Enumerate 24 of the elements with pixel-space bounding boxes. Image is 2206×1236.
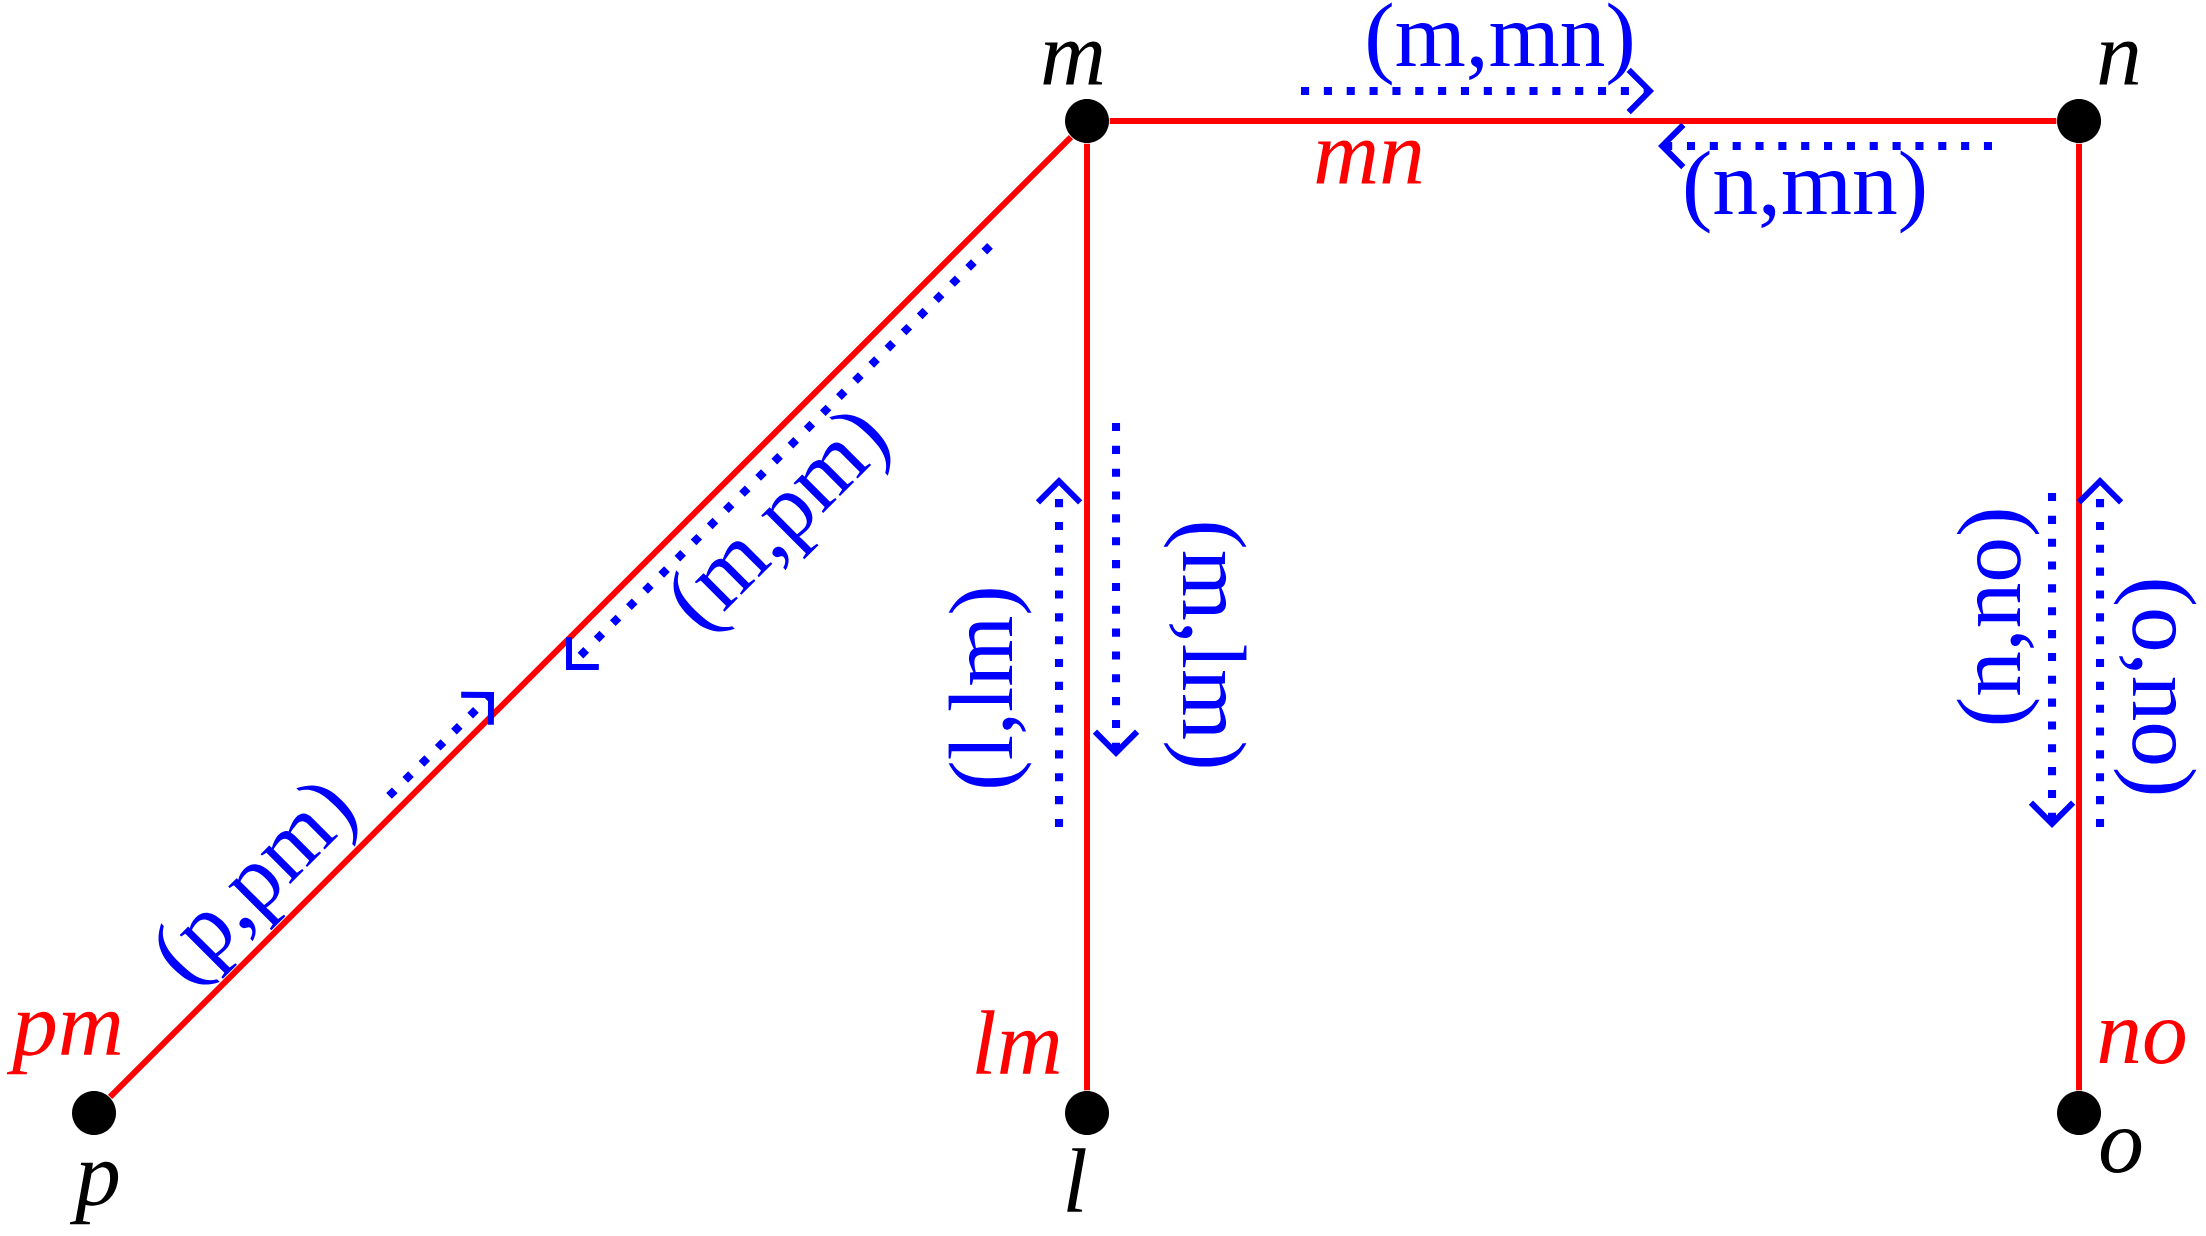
arrow-label: (n,mn) [1685,150,1925,234]
edge-label: no [2099,1020,2185,1064]
edge-label: mn [1316,140,1422,184]
vertex-dot [72,1091,116,1135]
vertex-dot [2057,1091,2101,1135]
vertex-label: m [1043,41,1103,85]
vertex-label: l [1067,1148,1086,1212]
edge-label: lm [976,1010,1059,1074]
vertex-dot [1065,99,1109,143]
arrow-label: (l,lm) [948,589,1032,787]
edge-line [1109,118,2057,124]
vertex-label: p [69,1161,119,1225]
arrow-label: (m,lm) [1163,523,1247,767]
edge-line [107,134,1074,1100]
arrow-label: (o,no) [2113,580,2197,794]
vertex-dot [2057,99,2101,143]
edge-line [2076,143,2082,1091]
vertex-dot [1065,1091,1109,1135]
vertex-label: n [2099,41,2139,85]
edge-line [1084,143,1090,1091]
arrow-label: (m,mn) [1368,2,1632,86]
arrow-label: (n,no) [1956,510,2040,724]
edge-label: pm [6,1011,121,1075]
vertex-label: o [2100,1129,2142,1173]
